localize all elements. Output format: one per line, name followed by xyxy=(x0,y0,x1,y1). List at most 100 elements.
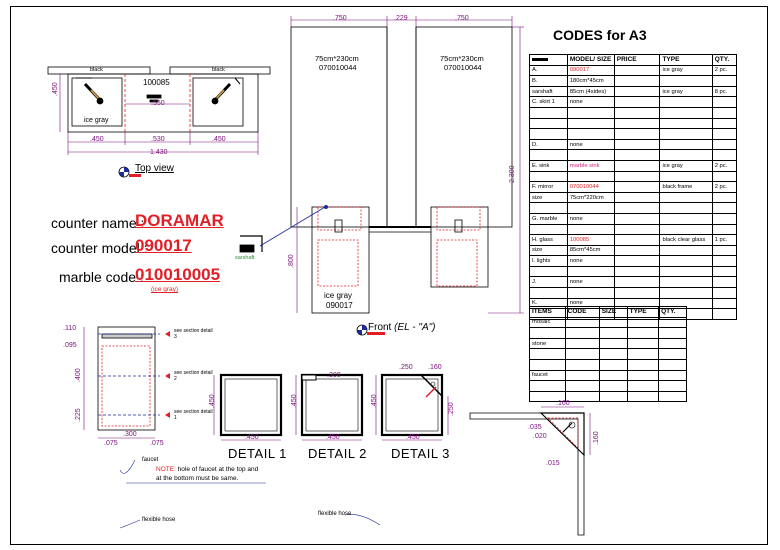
items-cell-name xyxy=(529,358,566,371)
codes-cell-model xyxy=(566,170,615,183)
codes-cell-qty xyxy=(711,287,738,299)
detail2-title: DETAIL 2 xyxy=(308,446,367,461)
items-cell xyxy=(564,380,600,392)
detail1-title: DETAIL 1 xyxy=(228,446,287,461)
codes-cell-price xyxy=(613,117,661,130)
note-prefix: NOTE: xyxy=(156,466,176,473)
flexible-hose-label-1: flexible hose xyxy=(142,517,176,523)
codes-cell-price xyxy=(613,244,661,257)
detail2-top: .300 xyxy=(327,372,341,379)
codes-cell-model: 180cm*45cm xyxy=(566,75,615,87)
dim-top-total: 1.430 xyxy=(150,149,168,156)
dim-top-left: .450 xyxy=(90,136,104,143)
items-row: stone xyxy=(529,337,687,350)
codes-cell-model: 85cm*45cm xyxy=(566,244,615,257)
codes-cell-code: J. xyxy=(529,276,568,289)
dim-top-right: .450 xyxy=(212,136,226,143)
codes-cell-price xyxy=(613,128,661,140)
items-cell xyxy=(658,390,687,403)
detail3-side: .250 xyxy=(448,402,455,416)
codes-row xyxy=(529,117,738,130)
detail1-height: .450 xyxy=(209,394,216,408)
section-view xyxy=(83,326,170,439)
dim-section-300: .300 xyxy=(123,431,137,438)
codes-cell-qty xyxy=(711,117,738,130)
codes-cell-price xyxy=(613,202,661,214)
items-cell xyxy=(598,316,628,329)
dim-section-075a: .075 xyxy=(104,440,118,447)
codes-cell-type xyxy=(659,128,713,140)
dim-section-225: .225 xyxy=(75,408,82,422)
codes-header-type: TYPE xyxy=(659,54,713,66)
corner-dim-c: .015 xyxy=(546,460,560,467)
see-detail-3: see section detail 3 xyxy=(174,328,213,340)
corner-detail xyxy=(469,406,591,536)
codes-row xyxy=(529,287,738,299)
codes-cell-type xyxy=(659,138,713,151)
items-cell xyxy=(564,316,600,329)
corner-dim-b: .020 xyxy=(533,433,547,440)
codes-cell-code: E. sink xyxy=(529,159,568,172)
codes-cell-qty xyxy=(711,191,738,204)
counter-model-value: 090017 xyxy=(135,236,192,255)
codes-cell-price xyxy=(613,75,661,87)
codes-cell-type xyxy=(659,212,713,225)
items-cell xyxy=(564,327,600,339)
codes-header-row: MODEL/ SIZE PRICE TYPE QTY. xyxy=(529,54,738,66)
codes-cell-model: 75cm*220cm xyxy=(566,191,615,204)
items-cell xyxy=(658,369,687,382)
codes-cell-code xyxy=(529,265,568,278)
top-view-code: 100085 xyxy=(143,78,170,87)
detail3-corner: .160 xyxy=(428,364,442,371)
top-left-basin xyxy=(71,77,123,127)
items-cell xyxy=(658,327,687,339)
top-right-basin xyxy=(192,77,244,127)
counter-name-label: counter name : xyxy=(51,215,145,231)
items-cell xyxy=(564,369,600,382)
items-cell xyxy=(598,390,628,403)
detail-drawings xyxy=(213,373,449,441)
codes-cell-type xyxy=(659,75,713,87)
items-row: faucet xyxy=(529,369,687,382)
codes-cell-code: sarshaft xyxy=(529,85,568,98)
items-cell xyxy=(658,337,687,350)
mirror-left-size: 75cm*230cm xyxy=(315,54,359,63)
marble-note: (ice gray) xyxy=(151,286,179,293)
codes-cell-qty xyxy=(711,75,738,87)
codes-cell-model: none xyxy=(566,96,615,108)
drawing-frame xyxy=(10,6,768,545)
codes-cell-model: 85cm (4sides) xyxy=(566,85,615,98)
codes-cell-qty xyxy=(711,223,738,236)
dim-front-height: 2.300 xyxy=(509,165,516,183)
codes-cell-code: C. skirt 1 xyxy=(529,96,568,108)
codes-cell-price xyxy=(613,255,661,267)
codes-cell-model: 100085 xyxy=(566,234,615,246)
codes-cell-price xyxy=(613,149,661,161)
top-right-label: black xyxy=(212,67,225,73)
codes-cell-price xyxy=(613,287,661,299)
codes-cell-code xyxy=(529,117,568,130)
codes-cell-model: none xyxy=(566,212,615,225)
items-cell xyxy=(598,369,628,382)
codes-row: B.180cm*45cm xyxy=(529,75,738,87)
codes-cell-code xyxy=(529,202,568,214)
codes-cell-type xyxy=(659,244,713,257)
codes-cell-code: D. xyxy=(529,138,568,151)
corner-dim-a: .035 xyxy=(528,424,542,431)
codes-cell-price xyxy=(613,223,661,236)
detail3-title: DETAIL 3 xyxy=(391,446,450,461)
dim-top-mid: .530 xyxy=(151,136,165,143)
items-cell xyxy=(626,390,660,403)
codes-cell-model: marble sink xyxy=(566,159,615,172)
flexible-hose-label-2: flexible hose xyxy=(318,511,352,517)
codes-cell-type: black frame xyxy=(659,181,713,193)
codes-row xyxy=(529,223,738,236)
codes-row xyxy=(529,106,738,119)
